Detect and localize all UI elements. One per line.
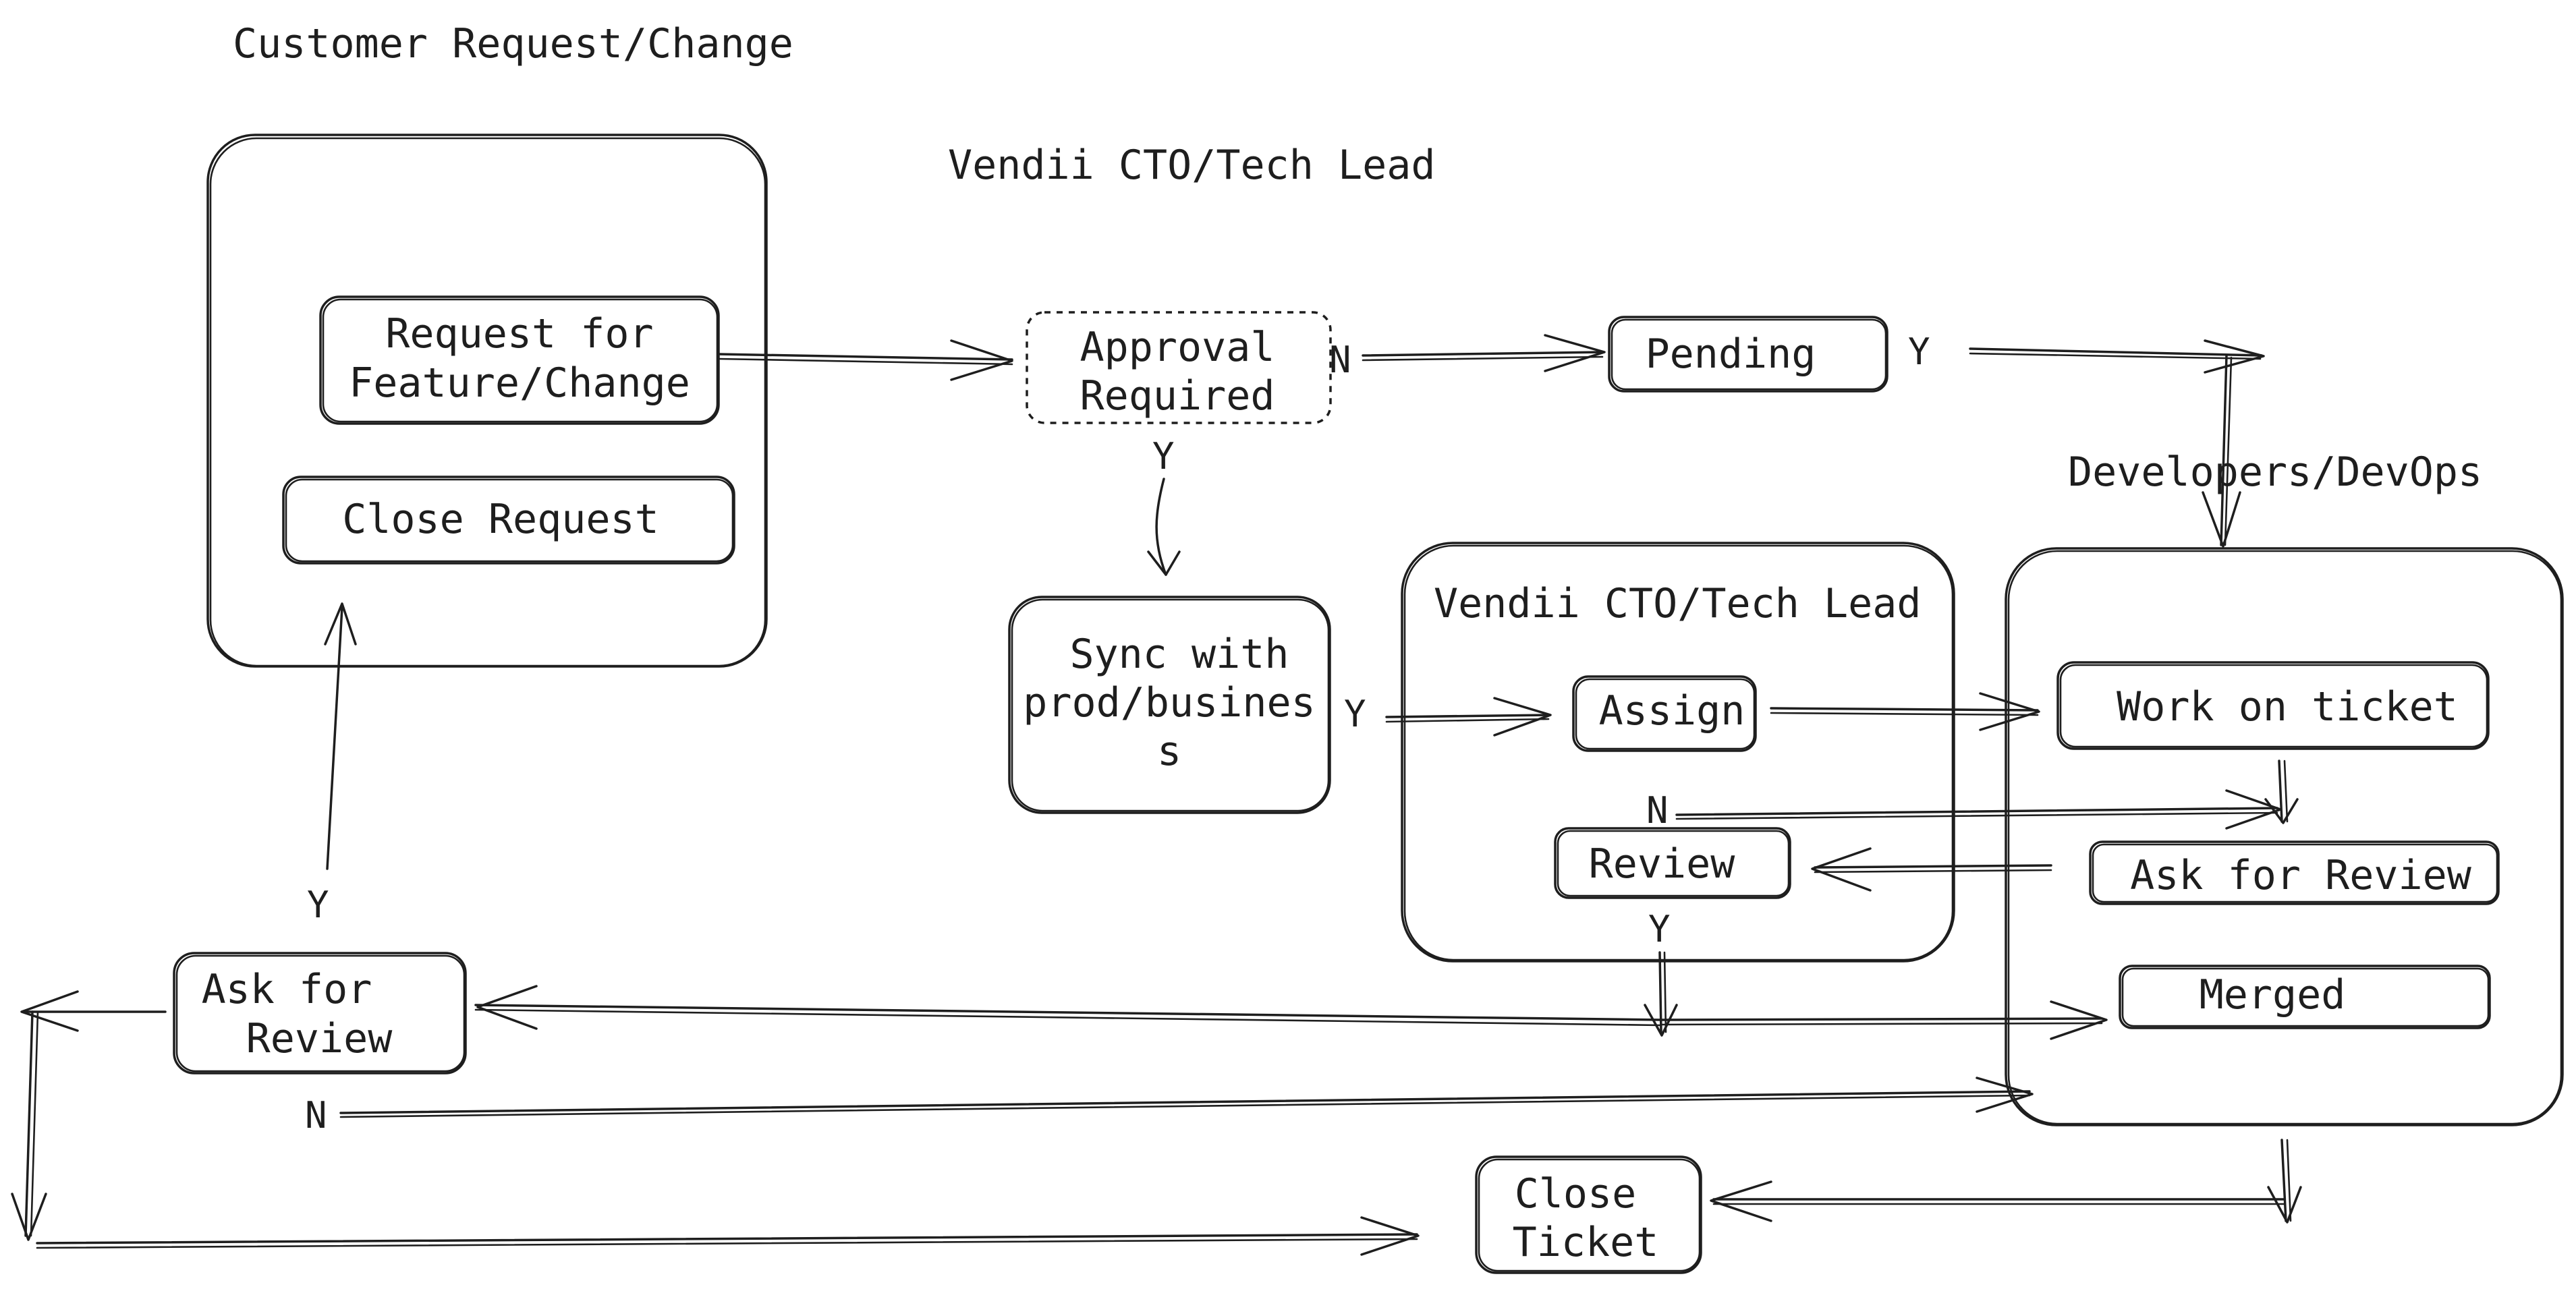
arrow-ask-review-to-review [1811, 847, 2052, 892]
arrow-approval-to-pending [1362, 334, 1606, 372]
work-on-ticket-label: Work on ticket [2117, 683, 2458, 731]
developers-devops-title: Developers/DevOps [2068, 449, 2482, 496]
assign-label: Assign [1599, 687, 1745, 735]
edge-label-customer-n: N [305, 1094, 327, 1137]
arrow-devs-to-close-ticket [1710, 1139, 2302, 1224]
sync-line3: s [1157, 728, 1181, 775]
assign-node[interactable]: Assign [1572, 675, 1757, 752]
arrow-sync-to-assign [1385, 697, 1552, 737]
cto-tech-lead-title: Vendii CTO/Tech Lead [948, 142, 1435, 189]
edge-label-customer-y: Y [307, 884, 329, 926]
review-label: Review [1589, 840, 1736, 888]
ask-for-review-dev-label: Ask for Review [2130, 852, 2472, 899]
request-for-feature-line1: Request for [385, 310, 653, 357]
arrow-approval-to-sync [1147, 478, 1181, 576]
cto-group-box: Vendii CTO/Tech Lead [1401, 542, 1955, 963]
arrow-customer-n-to-devs [339, 1077, 2034, 1118]
arrow-pending-to-devs [1969, 339, 2265, 548]
arrow-request-to-approval [717, 339, 1013, 381]
pending-node[interactable]: Pending [1608, 316, 1888, 393]
review-node[interactable]: Review [1554, 827, 1791, 899]
ask-for-review-customer-line2: Review [246, 1015, 393, 1062]
customer-request-title: Customer Request/Change [233, 20, 793, 67]
devs-group-box [2005, 547, 2564, 1126]
sync-line1: Sync with [1069, 631, 1289, 678]
sync-line2: prod/busines [1023, 679, 1315, 726]
approval-required-node[interactable]: Approval Required [1026, 311, 1332, 424]
cto-group-title: Vendii CTO/Tech Lead [1434, 580, 1921, 627]
arrow-assign-to-work [1770, 692, 2040, 731]
edge-label-approval-y: Y [1152, 435, 1175, 478]
close-ticket-line1: Close [1515, 1170, 1637, 1218]
close-request-label: Close Request [342, 496, 659, 543]
customer-group-box [206, 134, 768, 668]
request-for-feature-line2: Feature/Change [349, 360, 690, 407]
arrow-left-loop-to-close-ticket [11, 990, 1420, 1256]
work-on-ticket-node[interactable]: Work on ticket [2056, 661, 2490, 750]
approval-required-line1: Approval [1080, 324, 1275, 371]
edge-label-review-n: N [1646, 789, 1669, 832]
close-ticket-node[interactable]: Close Ticket [1475, 1155, 1702, 1274]
approval-required-line2: Required [1080, 372, 1275, 420]
merged-node[interactable]: Merged [2119, 965, 2491, 1029]
arrow-customer-y-to-close-request [324, 602, 357, 870]
close-request-node[interactable]: Close Request [282, 476, 735, 565]
arrow-review-y-down [1644, 951, 1678, 1037]
request-for-feature-node[interactable]: Request for Feature/Change [319, 295, 720, 425]
ask-for-review-dev-node[interactable]: Ask for Review [2089, 840, 2500, 905]
edge-label-pending-y: Y [1908, 331, 1930, 373]
edge-label-review-y: Y [1648, 908, 1671, 950]
close-ticket-line2: Ticket [1513, 1219, 1659, 1266]
merged-label: Merged [2200, 971, 2346, 1019]
arrow-review-to-customer-and-merged [474, 985, 2108, 1040]
sync-with-prod-node[interactable]: Sync with prod/busines s [1008, 596, 1331, 814]
edge-label-sync-y: Y [1344, 693, 1366, 735]
arrow-review-n-to-dev [1675, 789, 2282, 830]
edge-label-approval-n: N [1329, 339, 1351, 381]
ask-for-review-customer-node[interactable]: Ask for Review [173, 952, 467, 1075]
pending-label: Pending [1646, 331, 1816, 378]
ask-for-review-customer-line1: Ask for [202, 966, 372, 1013]
